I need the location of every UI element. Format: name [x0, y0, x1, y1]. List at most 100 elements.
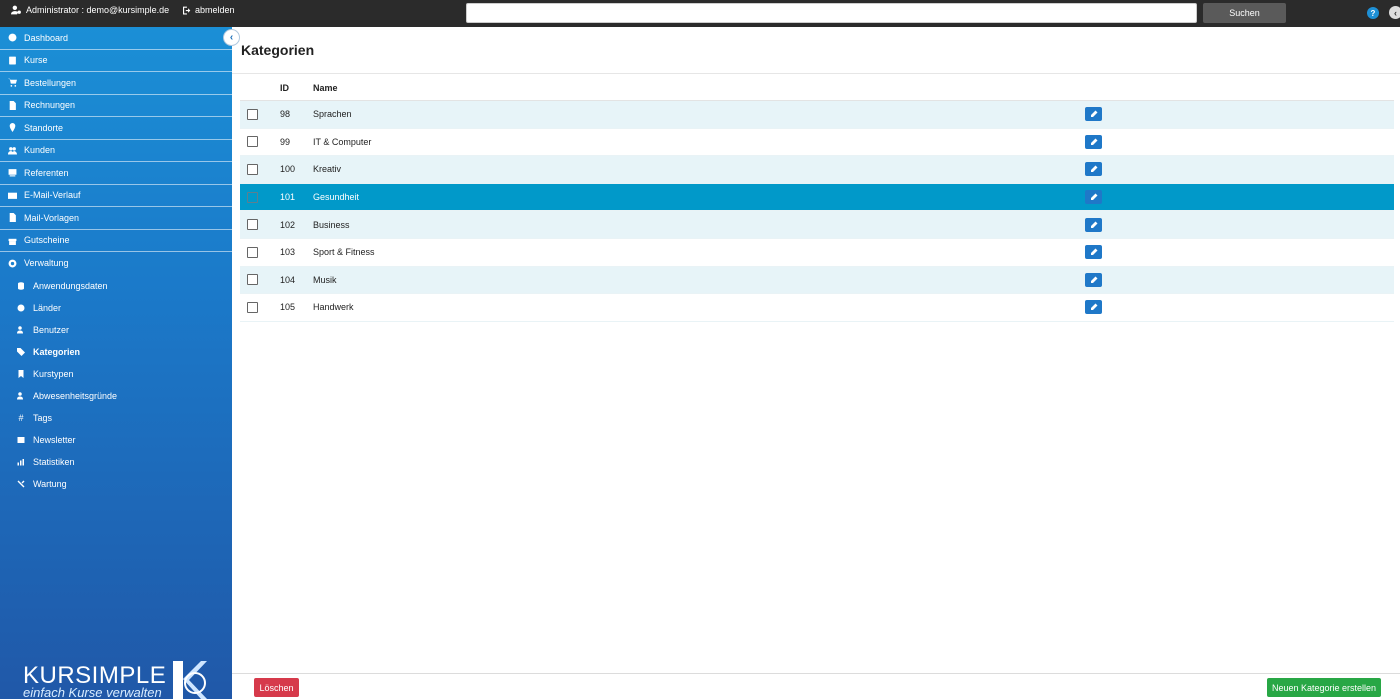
- sidebar-subitem-label: Kurstypen: [33, 368, 74, 379]
- sidebar-item-rechnungen[interactable]: Rechnungen: [0, 95, 232, 117]
- table-row[interactable]: 102 Business: [240, 211, 1394, 239]
- pencil-icon: [1090, 165, 1097, 173]
- sidebar-subitem-label: Statistiken: [33, 457, 75, 468]
- row-checkbox[interactable]: [247, 274, 258, 286]
- sidebar-collapse-button[interactable]: ‹: [223, 29, 240, 46]
- table-row[interactable]: 98 Sprachen: [240, 101, 1394, 129]
- sidebar-item-referenten[interactable]: Referenten: [0, 162, 232, 185]
- pencil-icon: [1090, 303, 1097, 311]
- pencil-icon: [1090, 193, 1097, 201]
- title-divider: [232, 73, 1400, 74]
- sidebar-subitem-abwesenheitsgruende[interactable]: Abwesenheitsgründe: [0, 385, 232, 407]
- row-check-cell: [240, 191, 280, 203]
- search-button[interactable]: Suchen: [1203, 3, 1286, 23]
- edit-button[interactable]: [1085, 107, 1102, 122]
- sidebar-item-bestellungen[interactable]: Bestellungen: [0, 72, 232, 95]
- database-icon: [15, 280, 27, 292]
- sidebar-subitem-anwendungsdaten[interactable]: Anwendungsdaten: [0, 275, 232, 297]
- logout-link[interactable]: abmelden: [183, 5, 235, 15]
- edit-button[interactable]: [1085, 217, 1102, 232]
- sidebar-item-label: Kunden: [24, 145, 56, 156]
- newspaper-icon: [15, 434, 27, 446]
- user-cog-icon: [11, 5, 22, 15]
- tools-icon: [15, 478, 27, 490]
- edit-button[interactable]: [1085, 162, 1102, 177]
- edit-button[interactable]: [1085, 300, 1102, 315]
- new-category-button[interactable]: Neuen Kategorie erstellen: [1267, 678, 1381, 697]
- edit-button[interactable]: [1085, 245, 1102, 260]
- footer-divider: [232, 673, 1400, 674]
- sidebar-item-email-verlauf[interactable]: E-Mail-Verlauf: [0, 185, 232, 207]
- sidebar-item-kunden[interactable]: Kunden: [0, 140, 232, 162]
- row-name: Gesundheit: [313, 192, 360, 203]
- row-id: 99: [280, 136, 291, 147]
- user-label: Administrator : demo@kursimple.de: [26, 5, 170, 15]
- sidebar-item-label: Kurse: [24, 55, 48, 66]
- edit-button[interactable]: [1085, 134, 1102, 149]
- help-icon[interactable]: ?: [1367, 7, 1379, 19]
- sidebar-subitem-label: Abwesenheitsgründe: [33, 391, 118, 402]
- sidebar: Dashboard Kurse Bestellungen Rechnungen …: [0, 27, 232, 699]
- row-checkbox[interactable]: [247, 191, 258, 203]
- sidebar-item-label: Rechnungen: [24, 100, 76, 111]
- table-row-selected[interactable]: 101 Gesundheit: [240, 183, 1394, 212]
- row-check-cell: [240, 108, 280, 120]
- user-menu[interactable]: Administrator : demo@kursimple.de: [11, 5, 169, 15]
- users-icon: [6, 144, 18, 156]
- row-checkbox[interactable]: [247, 108, 258, 120]
- row-checkbox[interactable]: [247, 301, 258, 313]
- row-checkbox[interactable]: [247, 136, 258, 148]
- row-check-cell: [240, 163, 280, 175]
- table-row[interactable]: 103 Sport & Fitness: [240, 238, 1394, 267]
- chevron-left-icon[interactable]: ‹: [1389, 6, 1400, 19]
- row-id: 102: [280, 219, 296, 230]
- sidebar-item-label: Gutscheine: [24, 235, 70, 246]
- sidebar-item-gutscheine[interactable]: Gutscheine: [0, 230, 232, 252]
- row-name: Sport & Fitness: [313, 247, 375, 258]
- table-row[interactable]: 100 Kreativ: [240, 156, 1394, 184]
- envelope-icon: [6, 189, 18, 201]
- sidebar-subitem-kurstypen[interactable]: Kurstypen: [0, 363, 232, 385]
- sidebar-item-label: Bestellungen: [24, 77, 77, 88]
- sidebar-subitem-kategorien[interactable]: Kategorien: [0, 341, 232, 363]
- sidebar-item-verwaltung[interactable]: Verwaltung: [0, 252, 232, 275]
- globe-icon: [15, 302, 27, 314]
- tags-icon: [15, 346, 27, 358]
- table-row[interactable]: 105 Handwerk: [240, 294, 1394, 322]
- user-cog-icon: [15, 324, 27, 336]
- pencil-icon: [1090, 221, 1097, 228]
- sidebar-item-label: Dashboard: [24, 32, 69, 43]
- sidebar-subitem-wartung[interactable]: Wartung: [0, 473, 232, 495]
- logo-k-icon: [173, 661, 207, 699]
- row-name: Musik: [313, 274, 337, 285]
- row-id: 104: [280, 274, 296, 285]
- main-content: Kategorien ID Name 98 Sprachen 99 IT & C…: [232, 27, 1400, 699]
- delete-button[interactable]: Löschen: [254, 678, 299, 697]
- row-checkbox[interactable]: [247, 219, 258, 231]
- sidebar-subitem-laender[interactable]: Länder: [0, 297, 232, 319]
- table-row[interactable]: 99 IT & Computer: [240, 128, 1394, 157]
- sidebar-subitem-statistiken[interactable]: Statistiken: [0, 451, 232, 473]
- edit-button[interactable]: [1085, 190, 1102, 205]
- row-name: Handwerk: [313, 302, 354, 313]
- bookmark-icon: [15, 368, 27, 380]
- row-checkbox[interactable]: [247, 163, 258, 175]
- search-input[interactable]: [466, 3, 1197, 23]
- row-checkbox[interactable]: [247, 246, 258, 258]
- row-check-cell: [240, 219, 280, 231]
- chart-icon: [15, 456, 27, 468]
- sidebar-item-mail-vorlagen[interactable]: Mail-Vorlagen: [0, 207, 232, 230]
- sidebar-item-standorte[interactable]: Standorte: [0, 117, 232, 140]
- sidebar-item-dashboard[interactable]: Dashboard: [0, 27, 232, 50]
- hashtag-icon: #: [18, 413, 24, 424]
- sidebar-item-kurse[interactable]: Kurse: [0, 50, 232, 72]
- sidebar-item-label: E-Mail-Verlauf: [24, 190, 81, 201]
- edit-button[interactable]: [1085, 272, 1102, 287]
- sidebar-subitem-label: Newsletter: [33, 435, 76, 446]
- file-icon: [6, 212, 18, 224]
- sidebar-subitem-tags[interactable]: # Tags: [0, 407, 232, 429]
- sidebar-subitem-benutzer[interactable]: Benutzer: [0, 319, 232, 341]
- sidebar-subitem-newsletter[interactable]: Newsletter: [0, 429, 232, 451]
- table-row[interactable]: 104 Musik: [240, 266, 1394, 295]
- logo-tagline: einfach Kurse verwalten: [23, 685, 162, 699]
